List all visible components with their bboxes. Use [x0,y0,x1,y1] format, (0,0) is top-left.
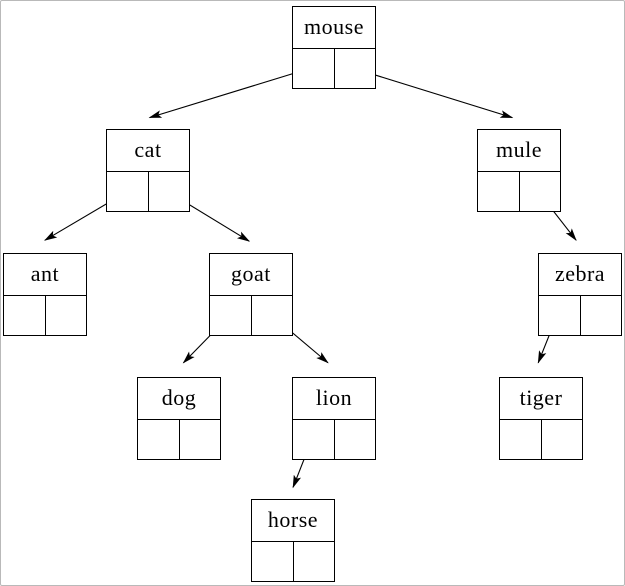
tree-node-mouse: mouse [292,6,376,89]
left-pointer-cell [210,296,251,335]
pointer-cells [4,295,86,335]
right-pointer-cell [334,48,375,88]
node-label-mouse: mouse [293,7,375,49]
tree-node-mule: mule [477,129,561,212]
pointer-cells [293,48,375,88]
right-pointer-cell [334,419,375,459]
tree-node-dog: dog [137,377,221,460]
tree-node-zebra: zebra [538,253,622,336]
node-label-dog: dog [138,378,220,420]
left-pointer-cell [478,172,519,211]
left-pointer-cell [252,542,293,581]
pointer-cells [478,171,560,211]
right-pointer-cell [519,171,560,211]
pointer-cells [539,295,621,335]
right-pointer-cell [179,419,220,459]
edge-mouse-left-to-cat [148,67,313,119]
left-pointer-cell [4,296,45,335]
node-label-mule: mule [478,130,560,172]
left-pointer-cell [539,296,580,335]
pointer-cells [107,171,189,211]
pointer-cells [138,419,220,459]
node-label-zebra: zebra [539,254,621,296]
tree-node-cat: cat [106,129,190,212]
right-pointer-cell [293,541,334,581]
right-pointer-cell [45,295,86,335]
node-label-goat: goat [210,254,292,296]
pointer-cells [210,295,292,335]
node-label-lion: lion [293,378,375,420]
pointer-cells [252,541,334,581]
right-pointer-cell [580,295,621,335]
left-pointer-cell [500,420,541,459]
tree-node-lion: lion [292,377,376,460]
left-pointer-cell [138,420,179,459]
right-pointer-cell [148,171,189,211]
node-label-cat: cat [107,130,189,172]
tree-node-goat: goat [209,253,293,336]
tree-node-ant: ant [3,253,87,336]
right-pointer-cell [251,295,292,335]
node-label-ant: ant [4,254,86,296]
left-pointer-cell [107,172,148,211]
tree-node-horse: horse [251,499,335,582]
node-label-horse: horse [252,500,334,542]
right-pointer-cell [541,419,582,459]
pointer-cells [500,419,582,459]
tree-node-tiger: tiger [499,377,583,460]
left-pointer-cell [293,49,334,88]
left-pointer-cell [293,420,334,459]
pointer-cells [293,419,375,459]
node-label-tiger: tiger [500,378,582,420]
